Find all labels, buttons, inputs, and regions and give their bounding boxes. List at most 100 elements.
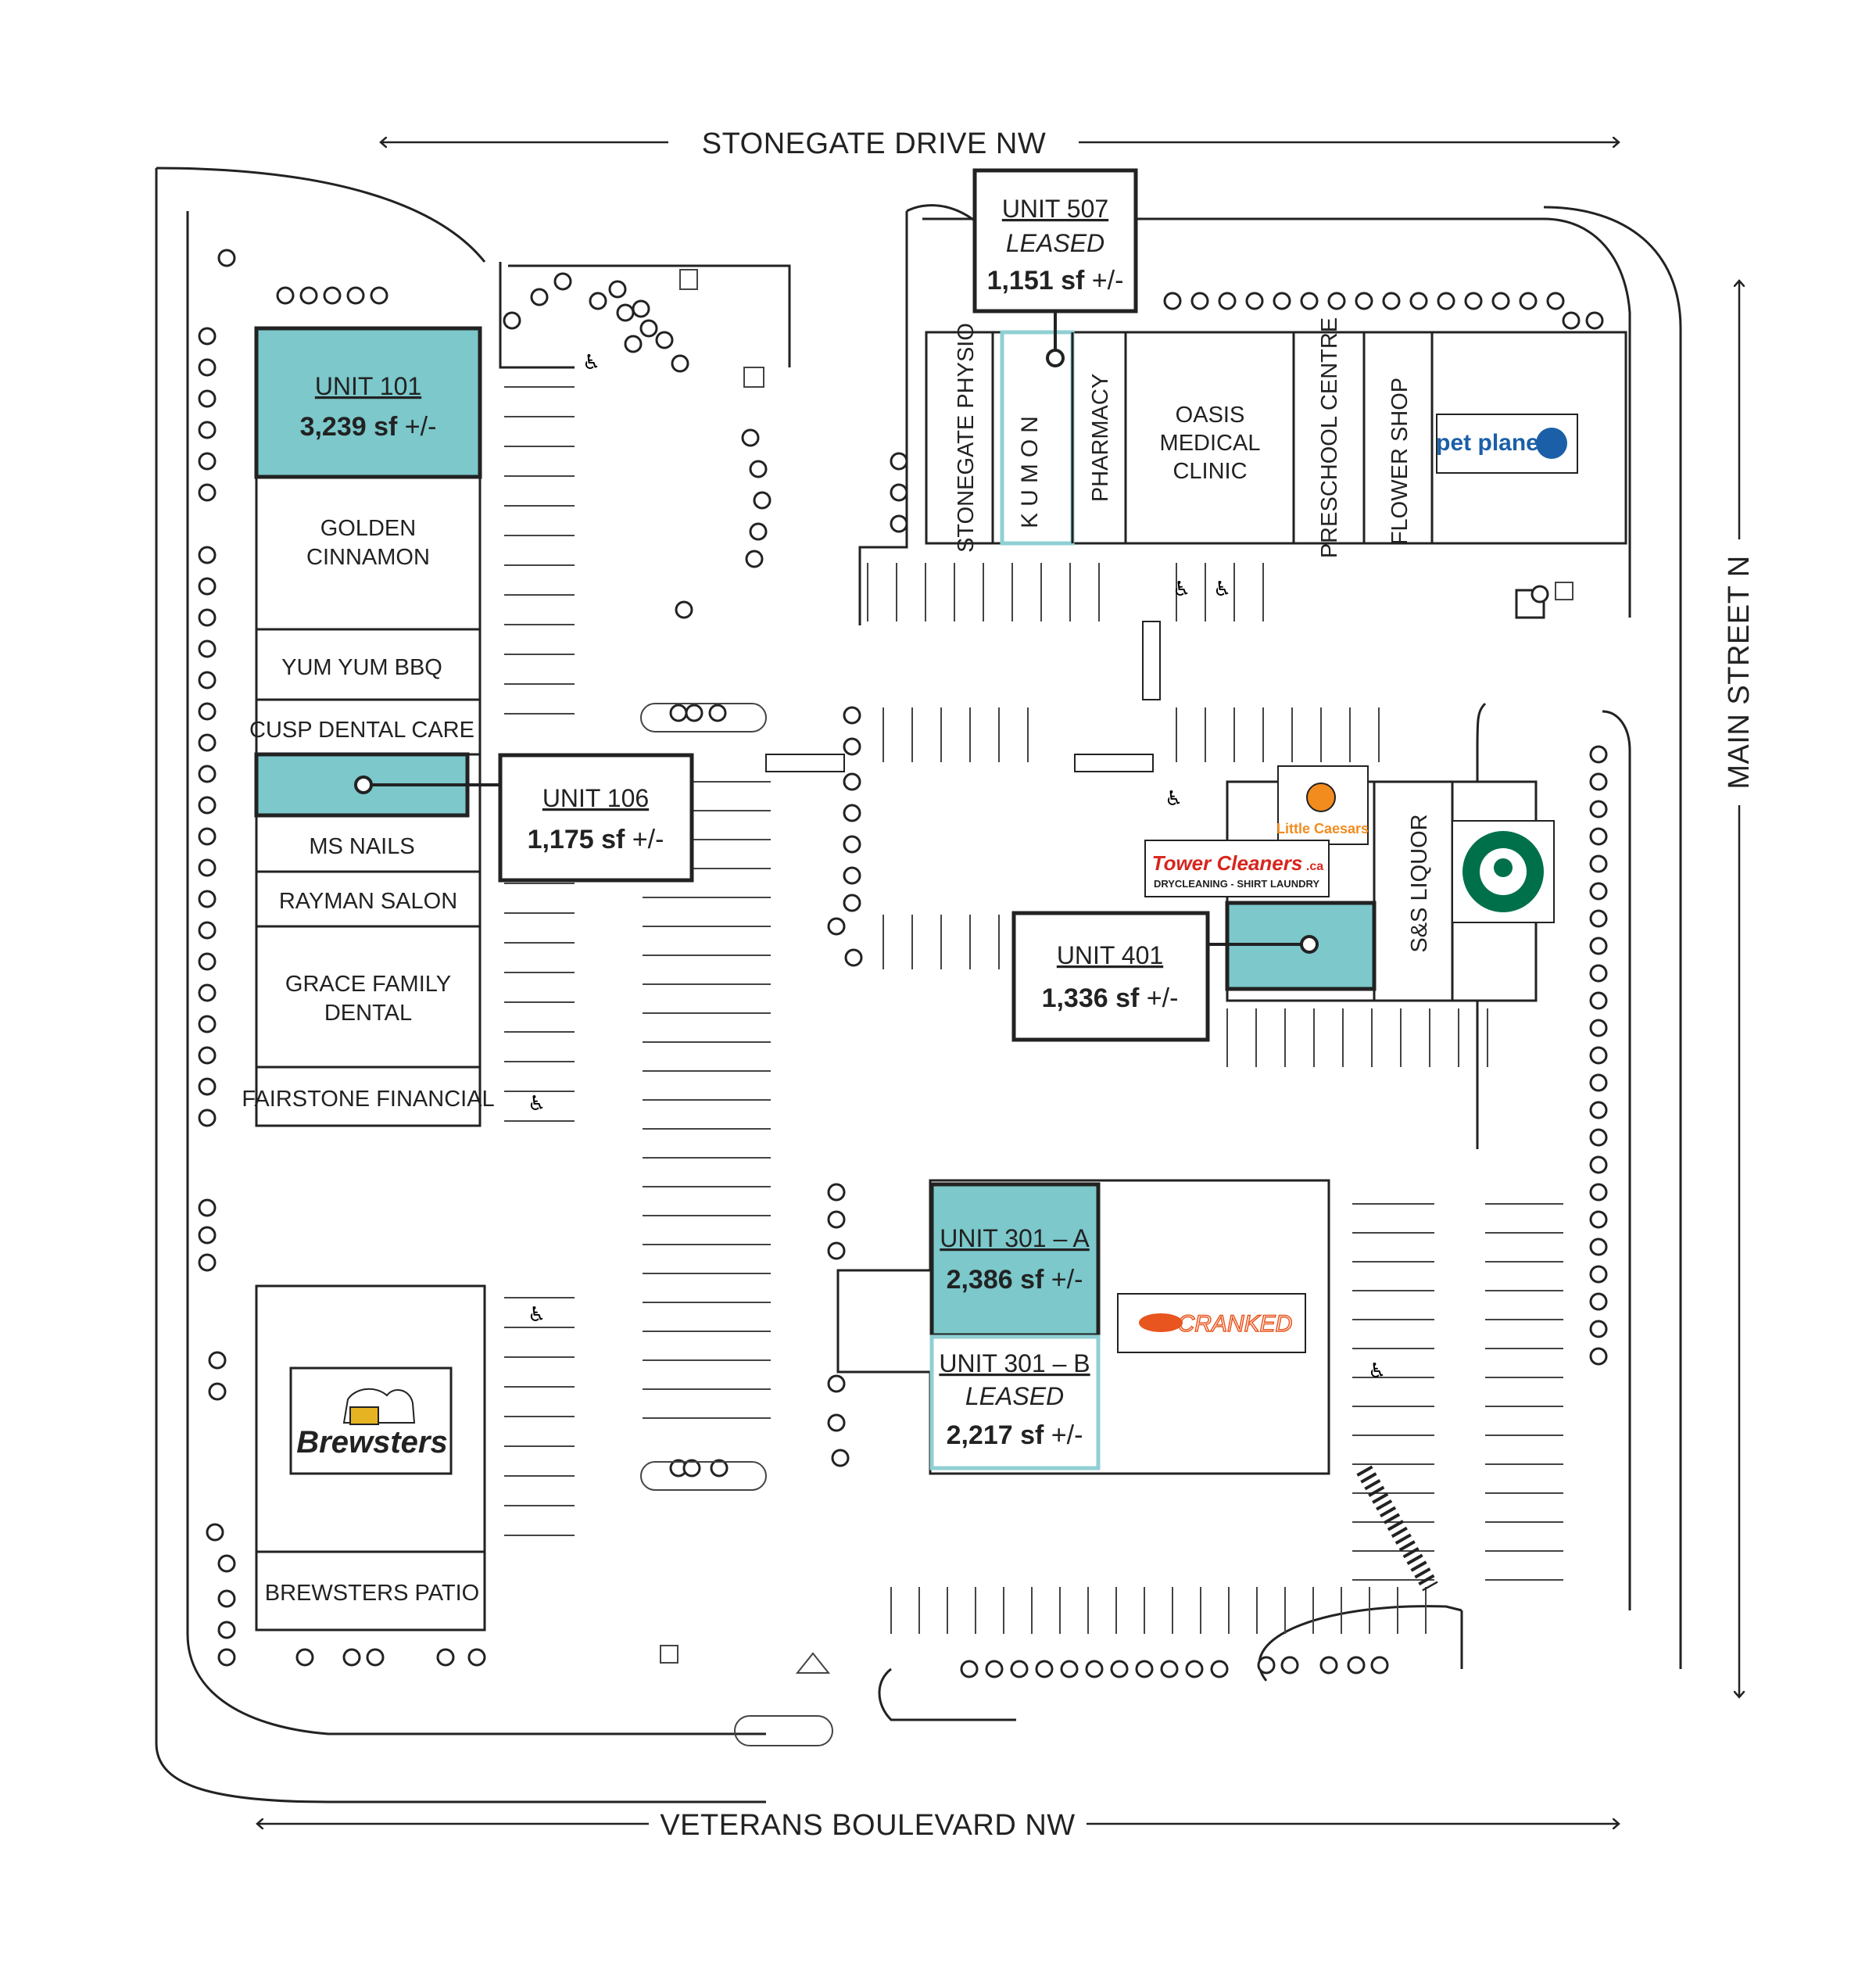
tenant-rayman-salon: RAYMAN SALON: [279, 889, 457, 914]
unit-301b-footprint[interactable]: [929, 1334, 1101, 1470]
site-features: [640, 269, 1573, 1746]
tree-icon: [295, 1648, 314, 1667]
tree-icon: [1010, 1660, 1029, 1678]
pet-planet-globe-icon: [1536, 428, 1567, 459]
tree-icon: [1589, 1238, 1608, 1256]
tenant-golden-cinnamon-line2: CINNAMON: [306, 545, 430, 570]
unit-507-pin: [1046, 349, 1065, 367]
road-main-street: MAIN STREET N: [1723, 281, 1756, 1696]
tree-icon: [198, 952, 217, 971]
parking-island-center: [640, 703, 767, 732]
crosswalk-east: [1074, 754, 1154, 772]
parking-island-southeast: [734, 1715, 833, 1746]
tree-icon: [1110, 1660, 1129, 1678]
unit-301b-size: 2,217 sf +/-: [947, 1420, 1083, 1450]
little-caesars-mascot-icon: [1306, 783, 1336, 812]
tree-icon: [208, 1351, 227, 1370]
unit-401-callout[interactable]: UNIT 401 1,336 sf +/-: [1011, 911, 1319, 1042]
tower-cleaners-tagline: DRYCLEANING - SHIRT LAUNDRY: [1154, 878, 1319, 890]
tree-icon: [745, 550, 764, 568]
tree-icon: [553, 272, 572, 291]
pet-planet-logo: pet planet: [1436, 430, 1547, 456]
tree-icon: [530, 288, 549, 306]
accessible-parking-icon: ♿: [1368, 1359, 1386, 1383]
utility-box-icon: [1555, 582, 1573, 600]
tree-icon: [1589, 1183, 1608, 1202]
road-label-south: VETERANS BOULEVARD NW: [660, 1809, 1075, 1842]
unit-401-label: UNIT 401: [1057, 941, 1163, 969]
tree-icon: [366, 1648, 385, 1667]
tree-icon: [198, 1077, 217, 1096]
tree-icon: [1589, 854, 1608, 873]
unit-507-callout[interactable]: UNIT 507 LEASED 1,151 sf +/-: [972, 168, 1138, 367]
tree-icon: [1135, 1660, 1154, 1678]
unit-507-label: UNIT 507: [1002, 195, 1108, 223]
unit-507-status: LEASED: [1006, 229, 1104, 257]
unit-106-box[interactable]: [498, 753, 694, 883]
tree-icon: [1589, 1073, 1608, 1092]
tenant-ss-liquor: S&S LIQUOR: [1407, 814, 1432, 952]
tree-icon: [960, 1660, 979, 1678]
tree-icon: [1491, 292, 1510, 310]
tenant-cusp-dental: CUSP DENTAL CARE: [249, 718, 474, 743]
tree-icon: [843, 706, 861, 725]
tree-icon: [198, 1198, 217, 1217]
unit-101-footprint[interactable]: [254, 326, 482, 479]
east-pad-building: Little Caesars Tower Cleaners .ca DRYCLE…: [1144, 765, 1555, 1002]
tree-icon: [616, 303, 635, 322]
unit-106-pin: [354, 775, 373, 794]
tree-icon: [1035, 1660, 1054, 1678]
tree-icon: [346, 286, 365, 305]
road-label-north: STONEGATE DRIVE NW: [702, 127, 1046, 160]
tree-icon: [843, 894, 861, 912]
unit-401-box[interactable]: [1011, 911, 1210, 1042]
tree-icon: [589, 292, 607, 310]
tree-icon: [1531, 585, 1549, 604]
tree-icon: [198, 577, 217, 596]
unit-301a-label: UNIT 301 – A: [940, 1224, 1090, 1252]
tree-icon: [1300, 292, 1319, 310]
tree-icon: [749, 460, 768, 478]
tree-icon: [198, 452, 217, 471]
tree-icon: [217, 1621, 236, 1639]
tower-cleaners-domain: .ca: [1306, 860, 1323, 873]
parking-stalls: [504, 386, 1563, 1634]
tree-icon: [1218, 292, 1237, 310]
tree-icon: [890, 483, 908, 502]
tree-icon: [1210, 1660, 1229, 1678]
south-building: UNIT 301 – A 2,386 sf +/- UNIT 301 – B L…: [836, 1179, 1330, 1475]
tree-icon: [198, 890, 217, 908]
north-building: STONEGATE PHYSIO KUMON PHARMACY OASIS ME…: [925, 317, 1627, 558]
unit-507-footprint[interactable]: [1000, 330, 1075, 546]
unit-106-label: UNIT 106: [542, 784, 649, 812]
tree-icon: [671, 354, 689, 373]
tree-icon: [1280, 1656, 1299, 1674]
unit-106-callout[interactable]: UNIT 106 1,175 sf +/-: [354, 753, 694, 883]
tree-icon: [198, 546, 217, 564]
tree-icon: [843, 866, 861, 885]
unit-301a-footprint[interactable]: [929, 1182, 1101, 1338]
parking-island-south: [640, 1461, 767, 1491]
tree-icon: [198, 358, 217, 377]
tree-icon: [1589, 1128, 1608, 1147]
accessible-parking-icon: ♿: [528, 1092, 546, 1116]
tree-icon: [1589, 1019, 1608, 1037]
tree-icon: [827, 1241, 846, 1260]
unit-507-box[interactable]: [972, 168, 1138, 313]
tree-icon: [1464, 292, 1483, 310]
tree-icon: [1589, 882, 1608, 901]
unit-101-size: 3,239 sf +/-: [300, 412, 437, 442]
tree-icon: [844, 948, 863, 967]
tree-icon: [624, 335, 643, 353]
tree-icon: [843, 835, 861, 854]
tree-icon: [217, 1648, 236, 1667]
tree-icon: [217, 249, 236, 267]
tree-icon: [890, 452, 908, 471]
tree-icon: [1163, 292, 1182, 310]
tree-icon: [198, 1015, 217, 1033]
tree-icon: [1409, 292, 1428, 310]
tree-icon: [198, 983, 217, 1002]
tree-icon: [890, 514, 908, 533]
tree-icon: [198, 921, 217, 940]
tree-icon: [1085, 1660, 1104, 1678]
